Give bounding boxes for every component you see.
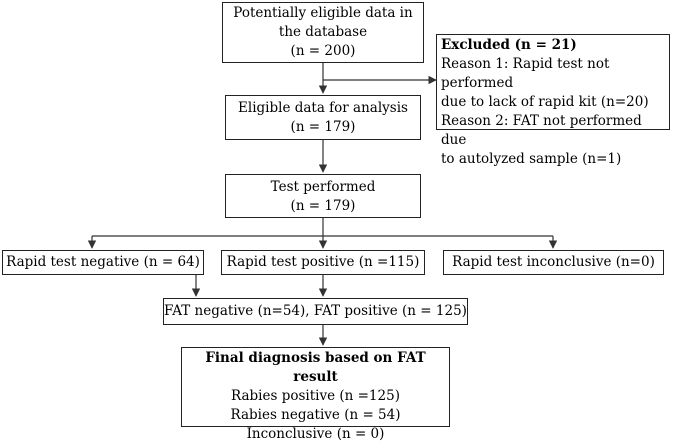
fat-results-label: FAT negative (n=54), FAT positive (n = 1… bbox=[164, 303, 467, 319]
rapid-positive-label: Rapid test positive (n =115) bbox=[226, 254, 420, 270]
fat-results-box: FAT negative (n=54), FAT positive (n = 1… bbox=[163, 298, 468, 325]
test-performed-line1: Test performed bbox=[270, 179, 376, 195]
final-rabies-negative: Rabies negative (n = 54) bbox=[230, 407, 401, 423]
final-diagnosis-title: Final diagnosis based on FAT result bbox=[205, 350, 426, 385]
eligible-analysis-count: (n = 179) bbox=[290, 119, 356, 135]
excluded-reason2-line1: Reason 2: FAT not performed due bbox=[441, 113, 642, 148]
rapid-negative-label: Rapid test negative (n = 64) bbox=[6, 254, 200, 270]
eligible-database-count: (n = 200) bbox=[290, 43, 356, 59]
eligible-analysis-box: Eligible data for analysis (n = 179) bbox=[225, 95, 421, 140]
rapid-negative-box: Rapid test negative (n = 64) bbox=[2, 250, 204, 275]
final-inconclusive: Inconclusive (n = 0) bbox=[246, 426, 385, 442]
eligible-database-line1: Potentially eligible data in bbox=[233, 5, 413, 21]
excluded-reason1-line1: Reason 1: Rapid test not performed bbox=[441, 56, 610, 91]
eligible-analysis-line1: Eligible data for analysis bbox=[238, 100, 408, 116]
rapid-inconclusive-box: Rapid test inconclusive (n=0) bbox=[443, 250, 664, 275]
test-performed-box: Test performed (n = 179) bbox=[225, 174, 421, 218]
final-diagnosis-box: Final diagnosis based on FAT result Rabi… bbox=[181, 347, 450, 442]
eligible-database-line2: the database bbox=[278, 24, 368, 40]
excluded-reason1-line2: due to lack of rapid kit (n=20) bbox=[441, 94, 649, 110]
test-performed-count: (n = 179) bbox=[290, 198, 356, 214]
excluded-reason2-line2: to autolyzed sample (n=1) bbox=[441, 151, 622, 167]
eligible-database-box: Potentially eligible data in the databas… bbox=[222, 2, 424, 63]
excluded-box: Excluded (n = 21) Reason 1: Rapid test n… bbox=[436, 34, 670, 167]
rapid-positive-box: Rapid test positive (n =115) bbox=[221, 250, 425, 275]
final-rabies-positive: Rabies positive (n =125) bbox=[231, 388, 400, 404]
excluded-title: Excluded (n = 21) bbox=[441, 37, 577, 53]
rapid-inconclusive-label: Rapid test inconclusive (n=0) bbox=[452, 254, 655, 270]
